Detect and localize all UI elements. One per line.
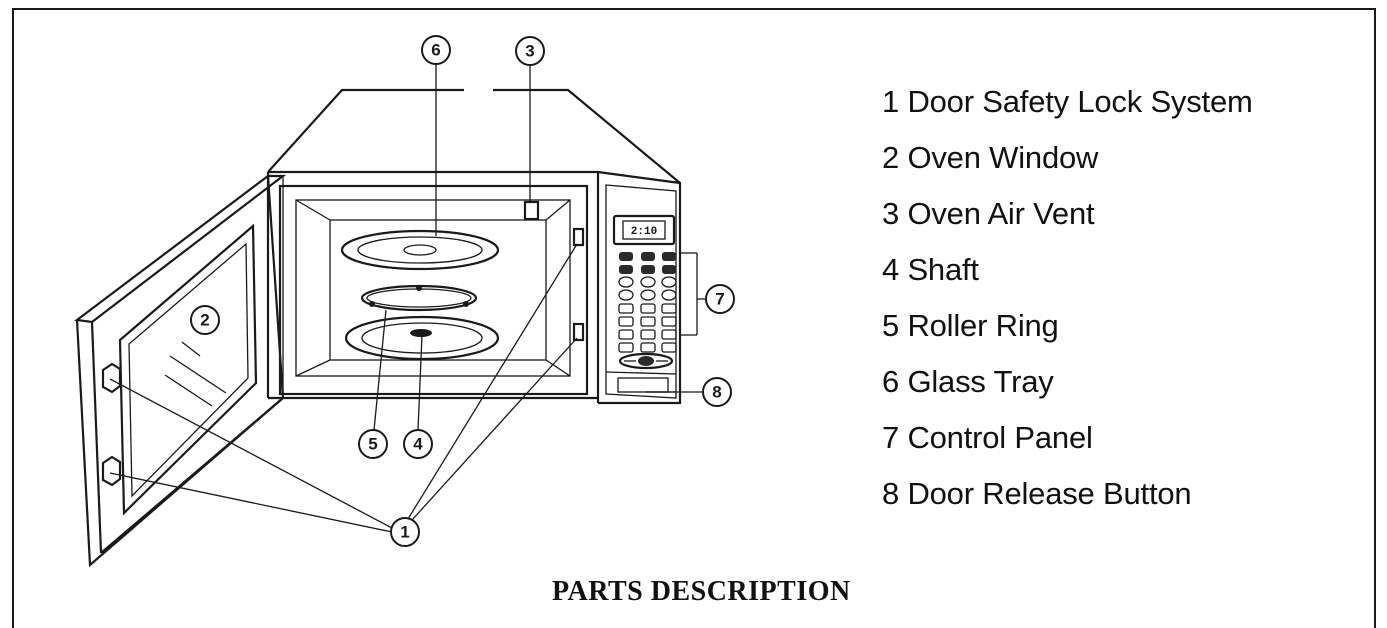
- parts-legend: 1 Door Safety Lock System 2 Oven Window …: [882, 74, 1253, 522]
- control-panel: 2:10: [605, 184, 677, 399]
- glass-tray: [340, 229, 500, 271]
- keypad: [618, 252, 677, 370]
- door-release-button-shape: [617, 377, 669, 393]
- legend-item-glass-tray: 6 Glass Tray: [882, 364, 1054, 399]
- microwave-illustration: 2:10: [74, 35, 735, 568]
- svg-text:5: 5: [368, 435, 377, 454]
- callout-3: 3: [515, 36, 545, 66]
- svg-text:7: 7: [715, 290, 724, 309]
- legend-item-shaft: 4 Shaft: [882, 252, 979, 287]
- callout-8: 8: [702, 377, 732, 407]
- svg-text:8: 8: [712, 383, 721, 402]
- callout-2: 2: [190, 305, 220, 335]
- svg-text:4: 4: [413, 435, 423, 454]
- roller-ring: [360, 284, 478, 312]
- callout-1: 1: [390, 517, 420, 547]
- legend-item-oven-window: 2 Oven Window: [882, 140, 1099, 175]
- svg-text:3: 3: [525, 42, 534, 61]
- oven-door: [74, 174, 287, 568]
- callout-6: 6: [421, 35, 451, 65]
- callout-7: 7: [705, 284, 735, 314]
- leader-lines: [109, 64, 706, 533]
- legend-item-roller-ring: 5 Roller Ring: [882, 308, 1059, 343]
- legend-item-control-panel: 7 Control Panel: [882, 420, 1093, 455]
- svg-text:6: 6: [431, 41, 440, 60]
- legend-item-door-release-button: 8 Door Release Button: [882, 476, 1192, 511]
- svg-text:2: 2: [200, 311, 209, 330]
- figure-caption: PARTS DESCRIPTION: [552, 576, 851, 607]
- diagram-frame: [12, 8, 1376, 628]
- turntable-base: [344, 315, 500, 361]
- legend-item-oven-air-vent: 3 Oven Air Vent: [882, 196, 1095, 231]
- callout-5: 5: [358, 429, 388, 459]
- legend-item-door-safety-lock: 1 Door Safety Lock System: [882, 84, 1253, 119]
- shaft: [410, 329, 432, 337]
- callout-4: 4: [403, 429, 433, 459]
- display-readout: 2:10: [631, 226, 657, 238]
- oven-cabinet: [266, 88, 682, 405]
- svg-text:1: 1: [400, 523, 409, 542]
